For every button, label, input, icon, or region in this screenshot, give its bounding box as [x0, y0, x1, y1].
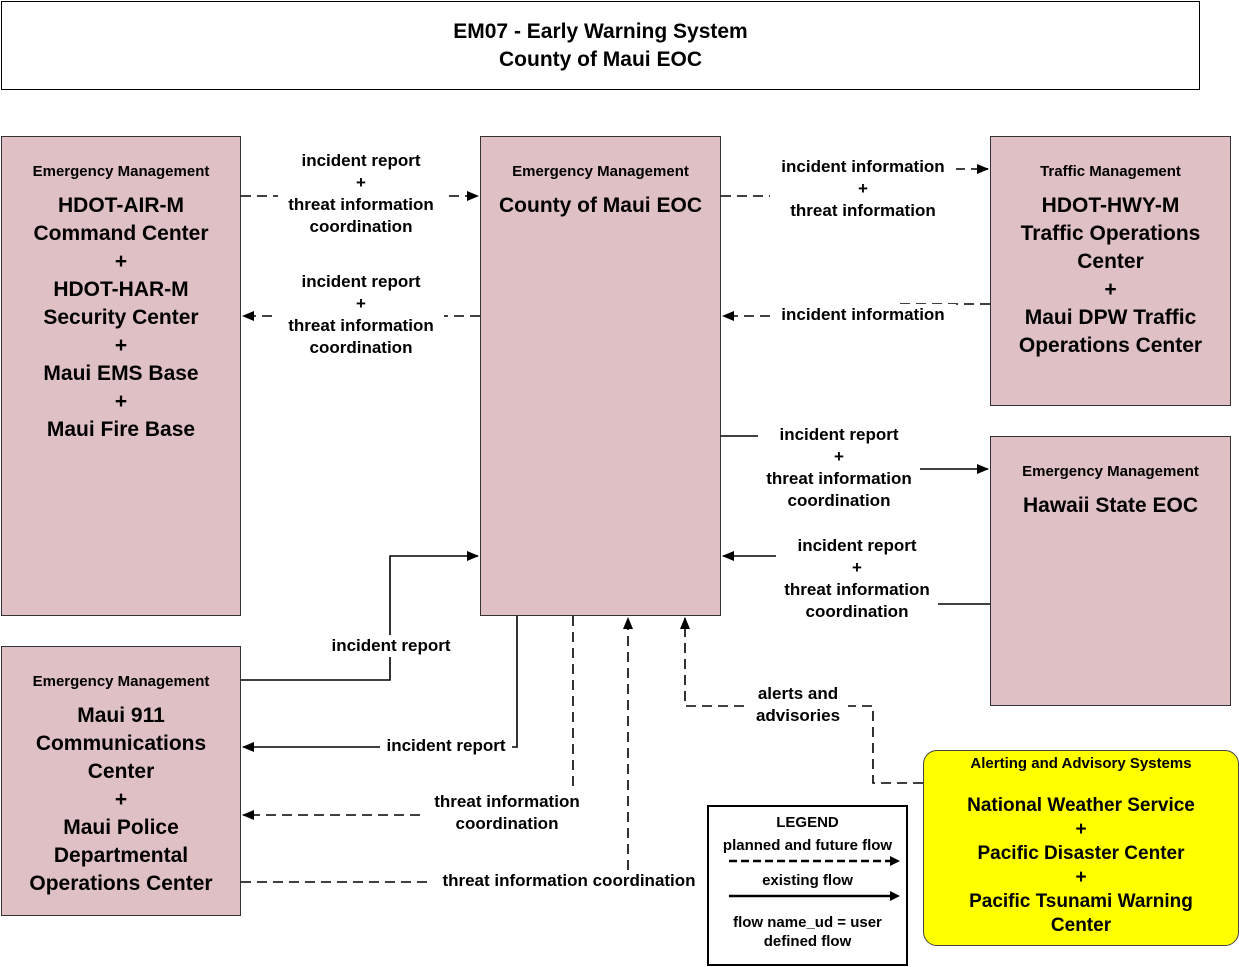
- node-name: Maui 911 Communications Center + Maui Po…: [29, 704, 213, 895]
- flow-label-eoc-to-911-threat: threat information coordination: [424, 791, 590, 835]
- flow-traffic-to-eoc: [723, 303, 990, 316]
- node-hdot-air: Emergency Management HDOT-AIR-M Command …: [1, 136, 241, 616]
- node-state-eoc: Emergency Management Hawaii State EOC: [990, 436, 1231, 706]
- legend-existing-label: existing flow: [762, 872, 853, 889]
- node-alerting: Alerting and Advisory Systems National W…: [923, 750, 1239, 946]
- flow-911-to-eoc-threat: [241, 618, 628, 883]
- node-name: HDOT-AIR-M Command Center + HDOT-HAR-M S…: [33, 194, 209, 441]
- node-traffic: Traffic Management HDOT-HWY-M Traffic Op…: [990, 136, 1231, 406]
- flow-label-911-to-eoc: incident report: [322, 635, 460, 657]
- flow-alerts-to-eoc: [680, 617, 923, 784]
- flow-eoc-to-traffic: [721, 168, 988, 197]
- node-category: Emergency Management: [32, 163, 210, 180]
- node-name: HDOT-HWY-M Traffic Operations Center + M…: [1018, 194, 1203, 357]
- node-name: National Weather Service + Pacific Disas…: [967, 795, 1195, 936]
- flow-label-traffic-to-eoc: incident information: [770, 304, 956, 326]
- flow-state-to-eoc: [723, 556, 990, 605]
- node-maui-911: Emergency Management Maui 911 Communicat…: [1, 646, 241, 916]
- flow-label-air-to-eoc: incident report + threat information coo…: [278, 150, 444, 238]
- flow-label-state-to-eoc: incident report + threat information coo…: [776, 535, 938, 623]
- flow-label-eoc-to-traffic: incident information + threat informatio…: [770, 156, 956, 222]
- flow-label-eoc-to-911: incident report: [380, 735, 512, 757]
- flow-eoc-to-state: [721, 435, 988, 469]
- node-category: Emergency Management: [32, 673, 210, 690]
- legend-existing-line: [729, 891, 900, 901]
- node-county-eoc: Emergency Management County of Maui EOC: [480, 136, 721, 616]
- legend-title: LEGEND: [776, 814, 839, 831]
- flow-911-to-eoc: [241, 551, 479, 681]
- legend-planned-label: planned and future flow: [722, 837, 893, 854]
- node-category: Emergency Management: [1022, 463, 1199, 480]
- node-category: Emergency Management: [512, 163, 689, 180]
- flow-eoc-to-911: [242, 616, 518, 752]
- node-name: Hawaii State EOC: [1022, 494, 1199, 517]
- title-line-1: EM07 - Early Warning System: [453, 20, 748, 43]
- node-name: County of Maui EOC: [499, 194, 702, 217]
- flow-label-alerts-to-eoc: alerts and advisories: [748, 683, 848, 727]
- flow-label-eoc-to-state: incident report + threat information coo…: [758, 424, 920, 512]
- node-category: Alerting and Advisory Systems: [970, 755, 1192, 772]
- diagram-title: EM07 - Early Warning System County of Ma…: [1, 1, 1200, 90]
- flow-label-911-to-eoc-threat: threat information coordination: [430, 870, 708, 892]
- legend-user-defined-label: flow name_ud = user defined flow: [733, 914, 882, 950]
- title-line-2: County of Maui EOC: [499, 48, 702, 71]
- legend-planned-line: [729, 856, 900, 866]
- flow-label-eoc-to-air: incident report + threat information coo…: [278, 271, 444, 359]
- legend: LEGEND planned and future flow existing …: [707, 805, 908, 966]
- node-category: Traffic Management: [1040, 163, 1181, 180]
